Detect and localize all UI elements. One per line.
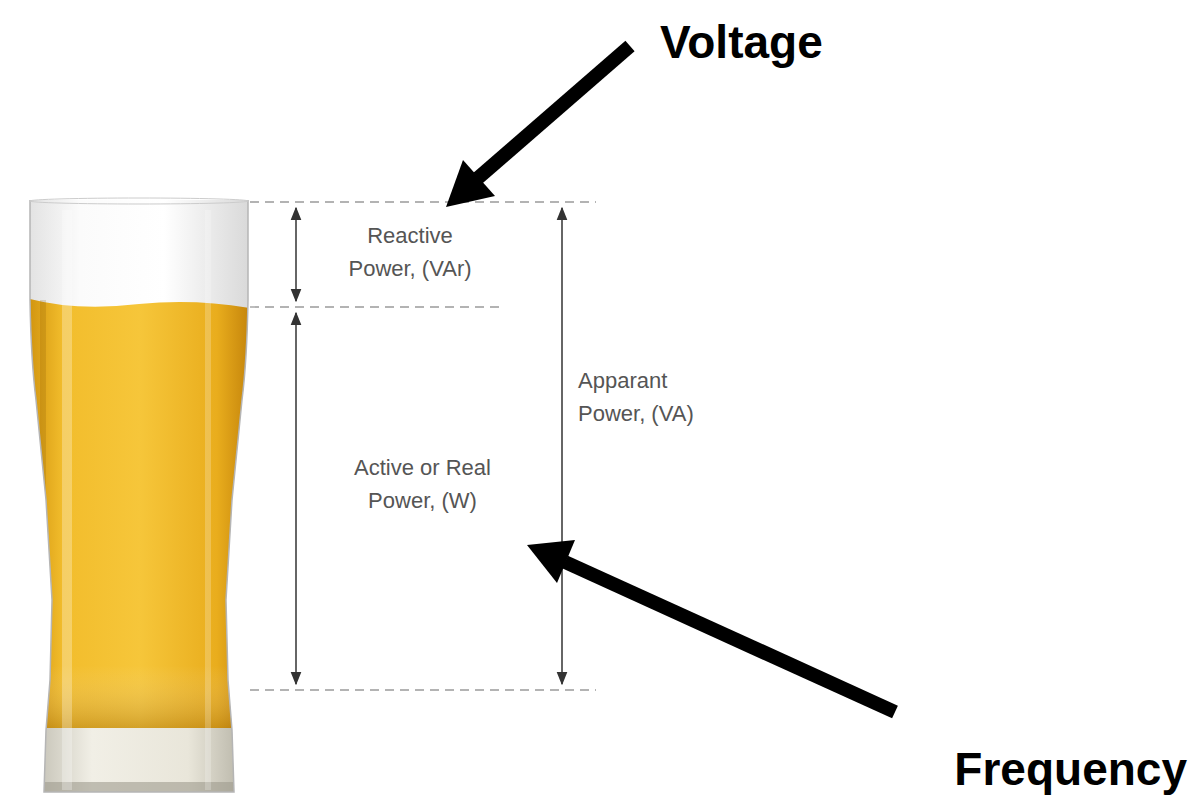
callout-title: Voltage [660, 8, 823, 77]
power-label: Apparant Power, (VA) [578, 364, 728, 430]
callout-title: Frequency [954, 735, 1187, 798]
power-label: Reactive Power, (VAr) [340, 219, 480, 285]
guide-lines [250, 202, 596, 690]
pointer-arrows [446, 46, 895, 712]
power-label: Active or Real Power, (W) [330, 451, 515, 517]
dimension-arrows [296, 208, 562, 684]
